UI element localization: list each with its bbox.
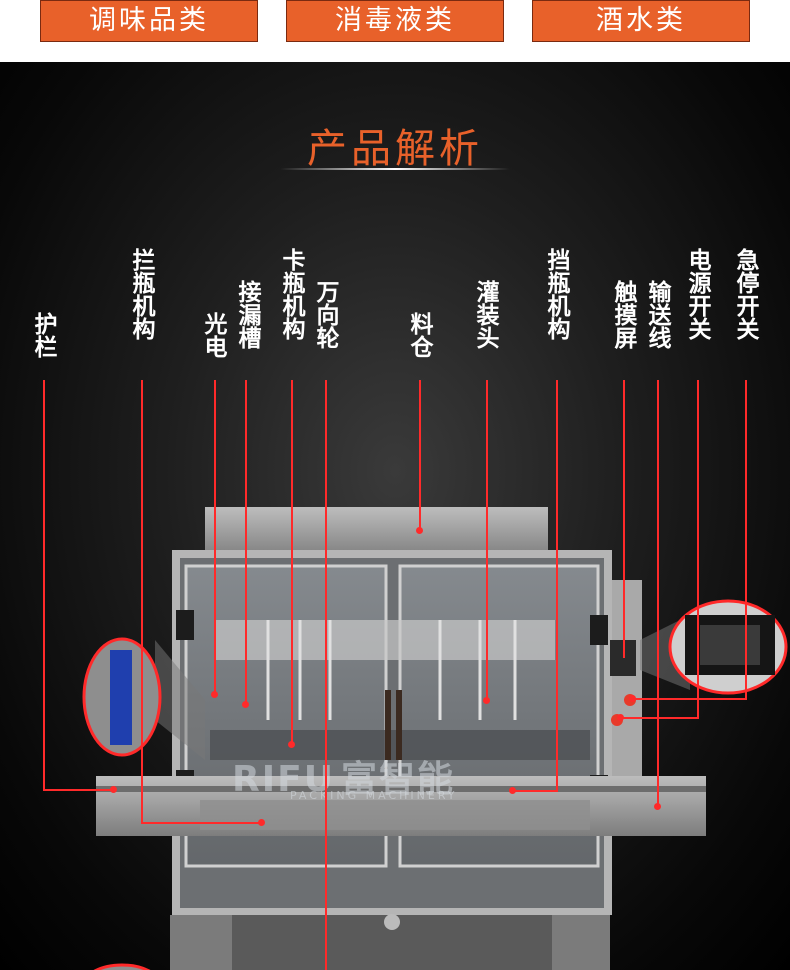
label-emergency-stop: 急停开关 — [732, 248, 758, 340]
section-title: 产品解析 — [307, 126, 483, 172]
product-analysis-section: 产品解析 — [0, 62, 790, 970]
category-button-seasoning[interactable]: 调味品类 — [40, 0, 258, 42]
label-drip-tray: 接漏槽 — [234, 280, 260, 349]
leader-bottle-stop — [141, 380, 143, 824]
label-conveyor: 输送线 — [644, 280, 670, 349]
leader-guardrail — [43, 380, 45, 790]
label-touch-screen: 触摸屏 — [610, 280, 636, 349]
title-underline — [280, 168, 510, 170]
category-band: 调味品类 消毒液类 酒水类 — [0, 0, 790, 62]
leader-caster — [325, 380, 327, 970]
filling-machine-illustration — [82, 507, 788, 970]
label-hopper: 料仓 — [406, 312, 432, 358]
leader-photoelectric — [214, 380, 216, 694]
category-button-disinfectant[interactable]: 消毒液类 — [286, 0, 504, 42]
brand-cn: 富智能 — [340, 759, 455, 800]
brand-latin: RIFU — [232, 759, 335, 800]
leader-touch-screen — [623, 380, 625, 658]
leader-filling-head — [486, 380, 488, 700]
leader-hopper — [419, 380, 421, 530]
brand-tagline: PACKING MACHINERY — [290, 789, 458, 802]
label-filling-head: 灌装头 — [472, 280, 498, 349]
leader-emergency-stop — [745, 380, 747, 700]
leader-power-switch — [697, 380, 699, 718]
label-guardrail: 护栏 — [30, 312, 56, 358]
label-bottle-stop: 拦瓶机构 — [128, 248, 154, 340]
category-button-beverage[interactable]: 酒水类 — [532, 0, 750, 42]
leader-bottle-block — [556, 380, 558, 792]
leader-drip-tray — [245, 380, 247, 704]
leader-bottle-clamp — [291, 380, 293, 744]
label-power-switch: 电源开关 — [684, 248, 710, 340]
leader-conveyor — [657, 380, 659, 806]
label-caster: 万向轮 — [312, 280, 338, 349]
label-bottle-block: 挡瓶机构 — [543, 248, 569, 340]
label-photoelectric: 光电 — [200, 312, 226, 358]
label-bottle-clamp: 卡瓶机构 — [278, 248, 304, 340]
